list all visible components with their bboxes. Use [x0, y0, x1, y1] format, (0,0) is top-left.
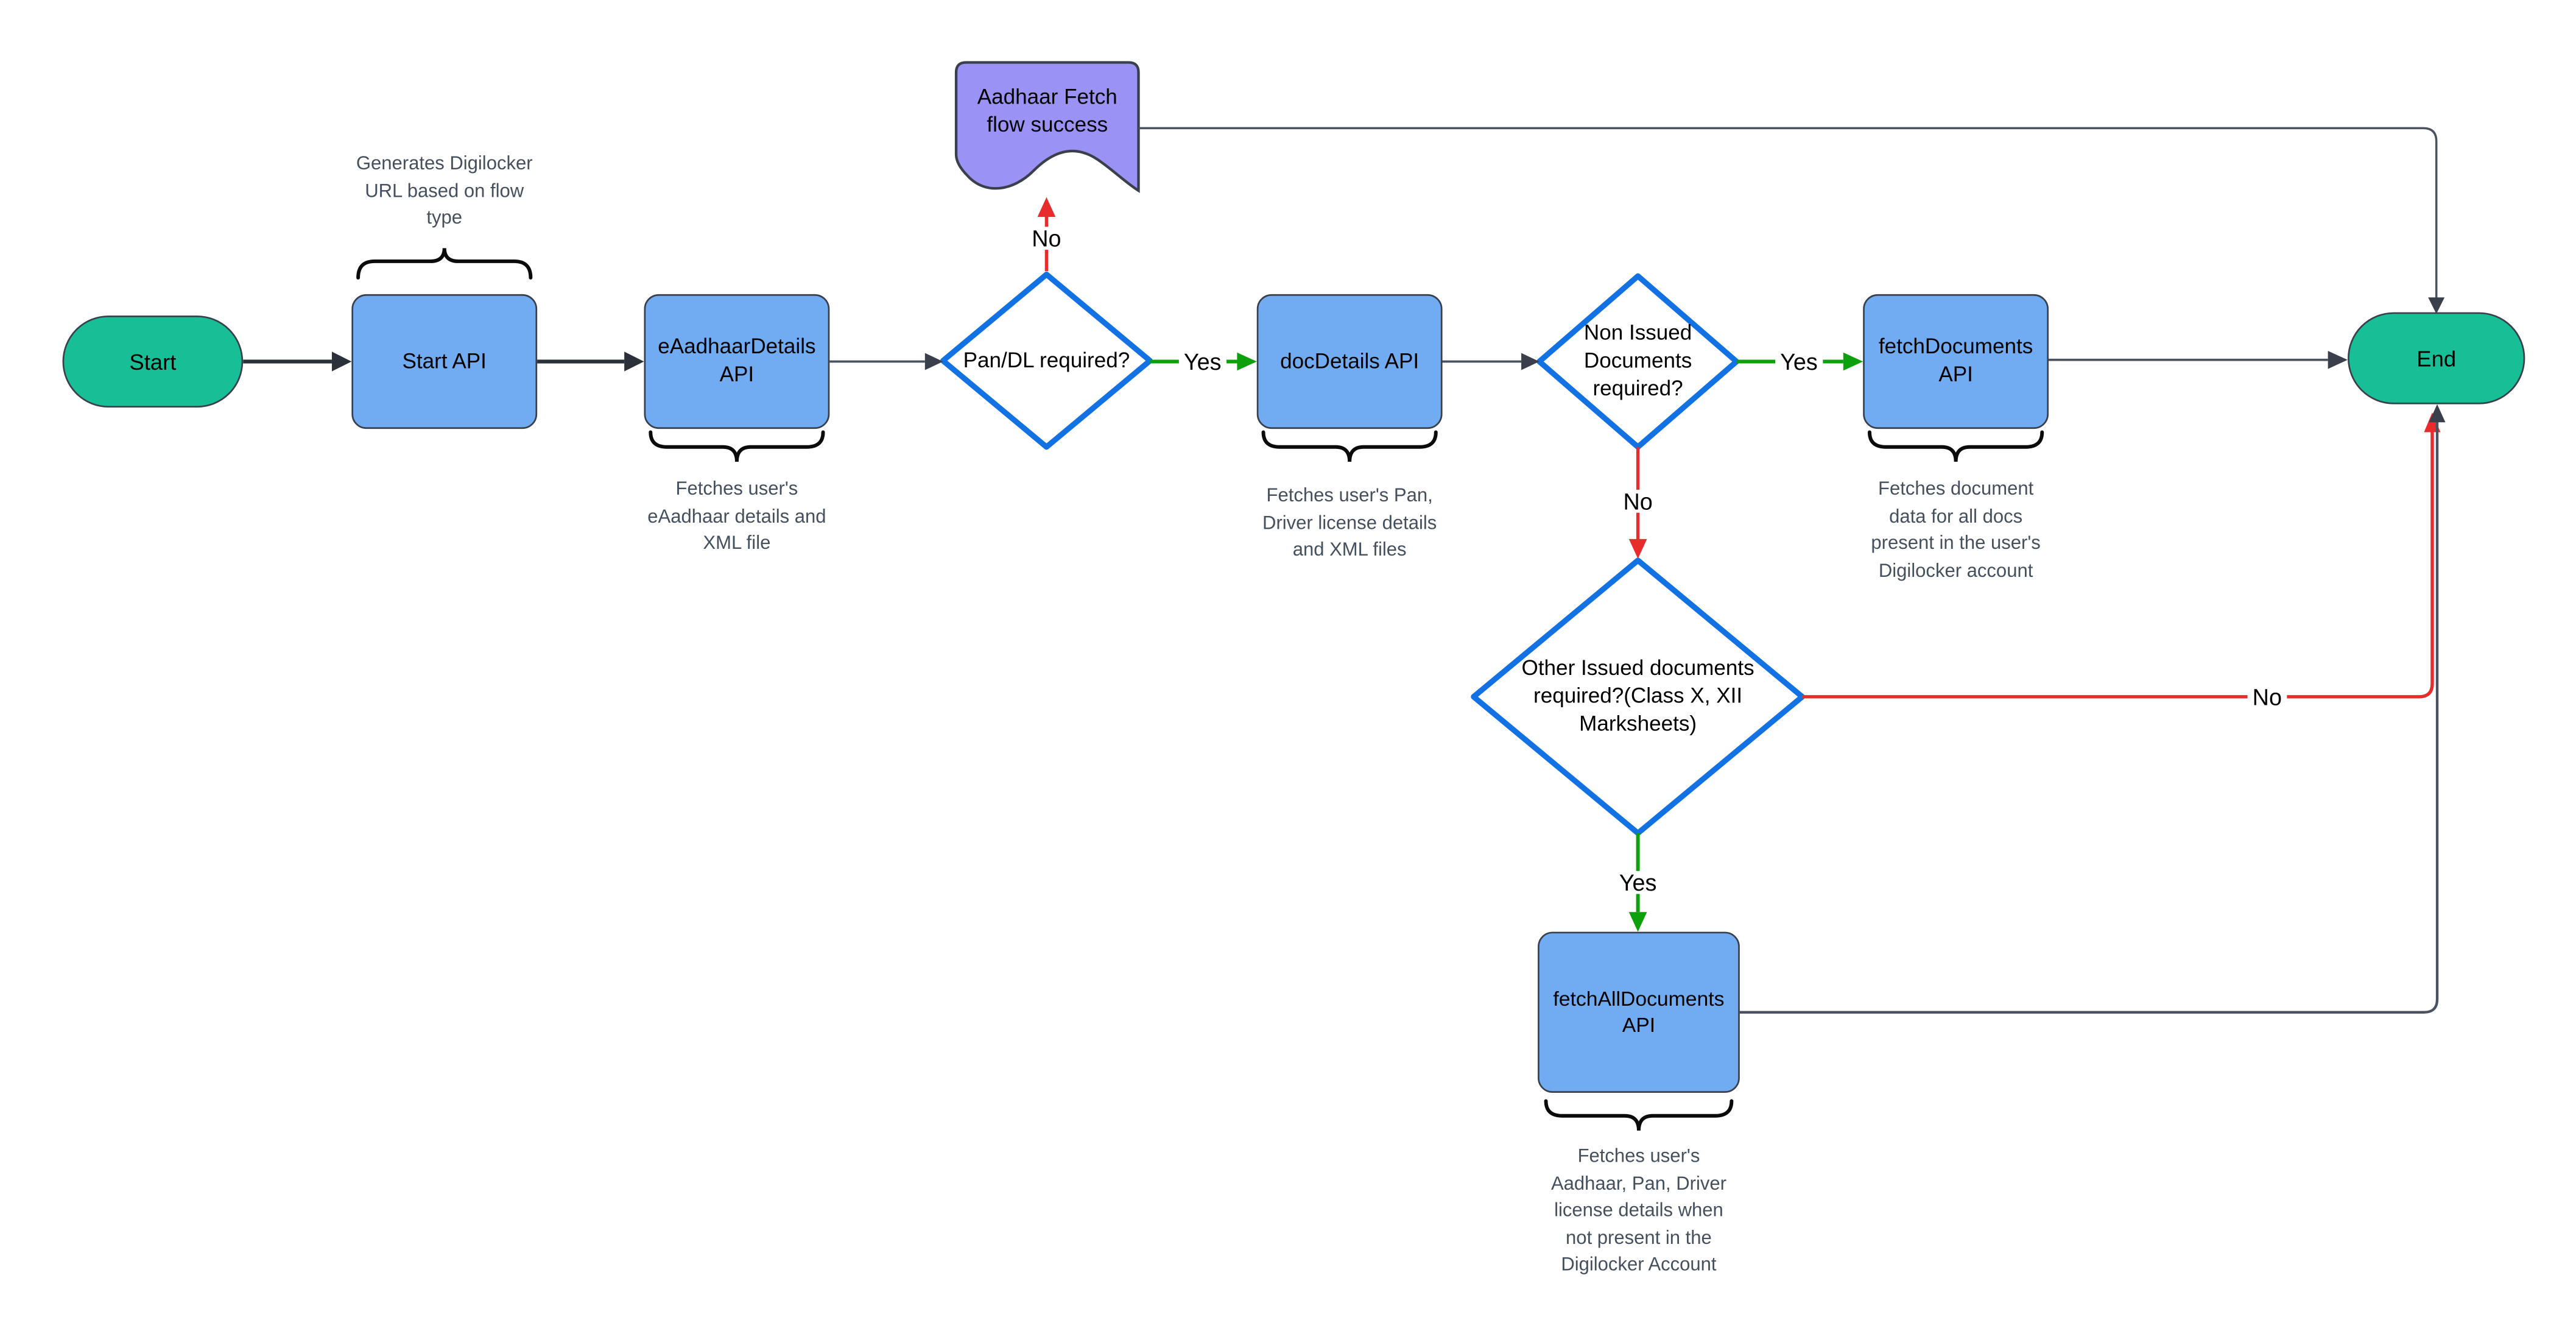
edge-label-pan-dl-yes: Yes	[1178, 350, 1226, 373]
edge-other-issued-no-to-end	[1802, 427, 2434, 699]
fetch-all-documents-api-label-line1: fetchAllDocuments	[1553, 987, 1725, 1011]
fetch-all-documents-note: Fetches user's Aadhaar, Pan, Driver lice…	[1550, 1146, 1726, 1276]
decision-diamond-pan-dl	[940, 271, 1153, 450]
brace-eaadhaar	[649, 430, 825, 462]
start-terminator: Start	[62, 315, 244, 408]
other-issued-decision-label: Other Issued documents required?(Class X…	[1521, 655, 1754, 736]
non-issued-decision-label: Non Issued Documents required?	[1583, 320, 1692, 400]
edge-start-to-startapi-arrowhead	[331, 351, 352, 372]
edge-nonissued-no-arrowhead	[1628, 538, 1647, 559]
doc-details-note: Fetches user's Pan, Driver license detai…	[1262, 486, 1437, 560]
eaadhaar-details-api-label-line2: API	[719, 361, 755, 386]
edge-eaadhaar-to-pandl-arrowhead	[924, 353, 943, 370]
edge-label-other-issued-yes: Yes	[1614, 871, 1662, 894]
start-api-note: Generates Digilocker URL based on flow t…	[356, 154, 533, 228]
edge-success-to-end-arrowhead	[2428, 297, 2445, 314]
brace-fetchdocuments	[1868, 430, 2044, 462]
edge-otherissued-yes-arrowhead	[1628, 912, 1647, 932]
edge-label-non-issued-no: No	[1618, 489, 1658, 513]
fetch-documents-note: Fetches document data for all docs prese…	[1871, 479, 2041, 581]
start-api-process: Start API	[351, 294, 538, 429]
fetch-all-documents-api-label-line2: API	[1622, 1014, 1656, 1037]
edge-label-non-issued-yes: Yes	[1775, 350, 1823, 373]
eaadhaar-details-api-label-line1: eAadhaarDetails	[658, 333, 816, 359]
eaadhaar-details-api-process: eAadhaarDetails API	[644, 294, 830, 429]
edge-label-pan-dl-no: No	[1027, 227, 1066, 250]
edge-docdetails-to-nonissued-arrowhead	[1521, 353, 1540, 370]
edge-fetchall-to-end-arrowhead	[2429, 404, 2446, 423]
brace-docdetails	[1261, 430, 1438, 462]
edge-pandl-no-arrowhead	[1037, 197, 1056, 217]
brace-fetchalldocuments	[1544, 1099, 1734, 1131]
fetch-documents-api-label-line1: fetchDocuments	[1878, 333, 2033, 359]
edge-label-other-issued-no: No	[2247, 685, 2287, 708]
document-shape-aadhaar-success	[954, 61, 1140, 193]
edge-success-to-end	[1138, 127, 2438, 303]
eaadhaar-note: Fetches user's eAadhaar details and XML …	[647, 479, 826, 554]
edge-pandl-yes-arrowhead	[1237, 352, 1257, 371]
edge-startapi-to-eaadhaar-arrowhead	[624, 351, 644, 372]
fetch-documents-api-label-line2: API	[1938, 361, 1973, 386]
pan-dl-decision-label: Pan/DL required?	[963, 347, 1130, 372]
end-terminator: End	[2348, 312, 2525, 404]
edge-fetchdocs-to-end-arrowhead	[2328, 350, 2348, 369]
brace-start-api	[356, 248, 533, 280]
aadhaar-fetch-success-label: Aadhaar Fetch flow success	[977, 83, 1117, 136]
doc-details-api-process: docDetails API	[1256, 294, 1443, 429]
edge-fetchall-to-end	[1739, 417, 2439, 1014]
fetch-all-documents-api-process: fetchAllDocuments API	[1538, 931, 1740, 1093]
fetch-documents-api-process: fetchDocuments API	[1863, 294, 2049, 429]
edge-nonissued-yes-arrowhead	[1843, 352, 1863, 371]
